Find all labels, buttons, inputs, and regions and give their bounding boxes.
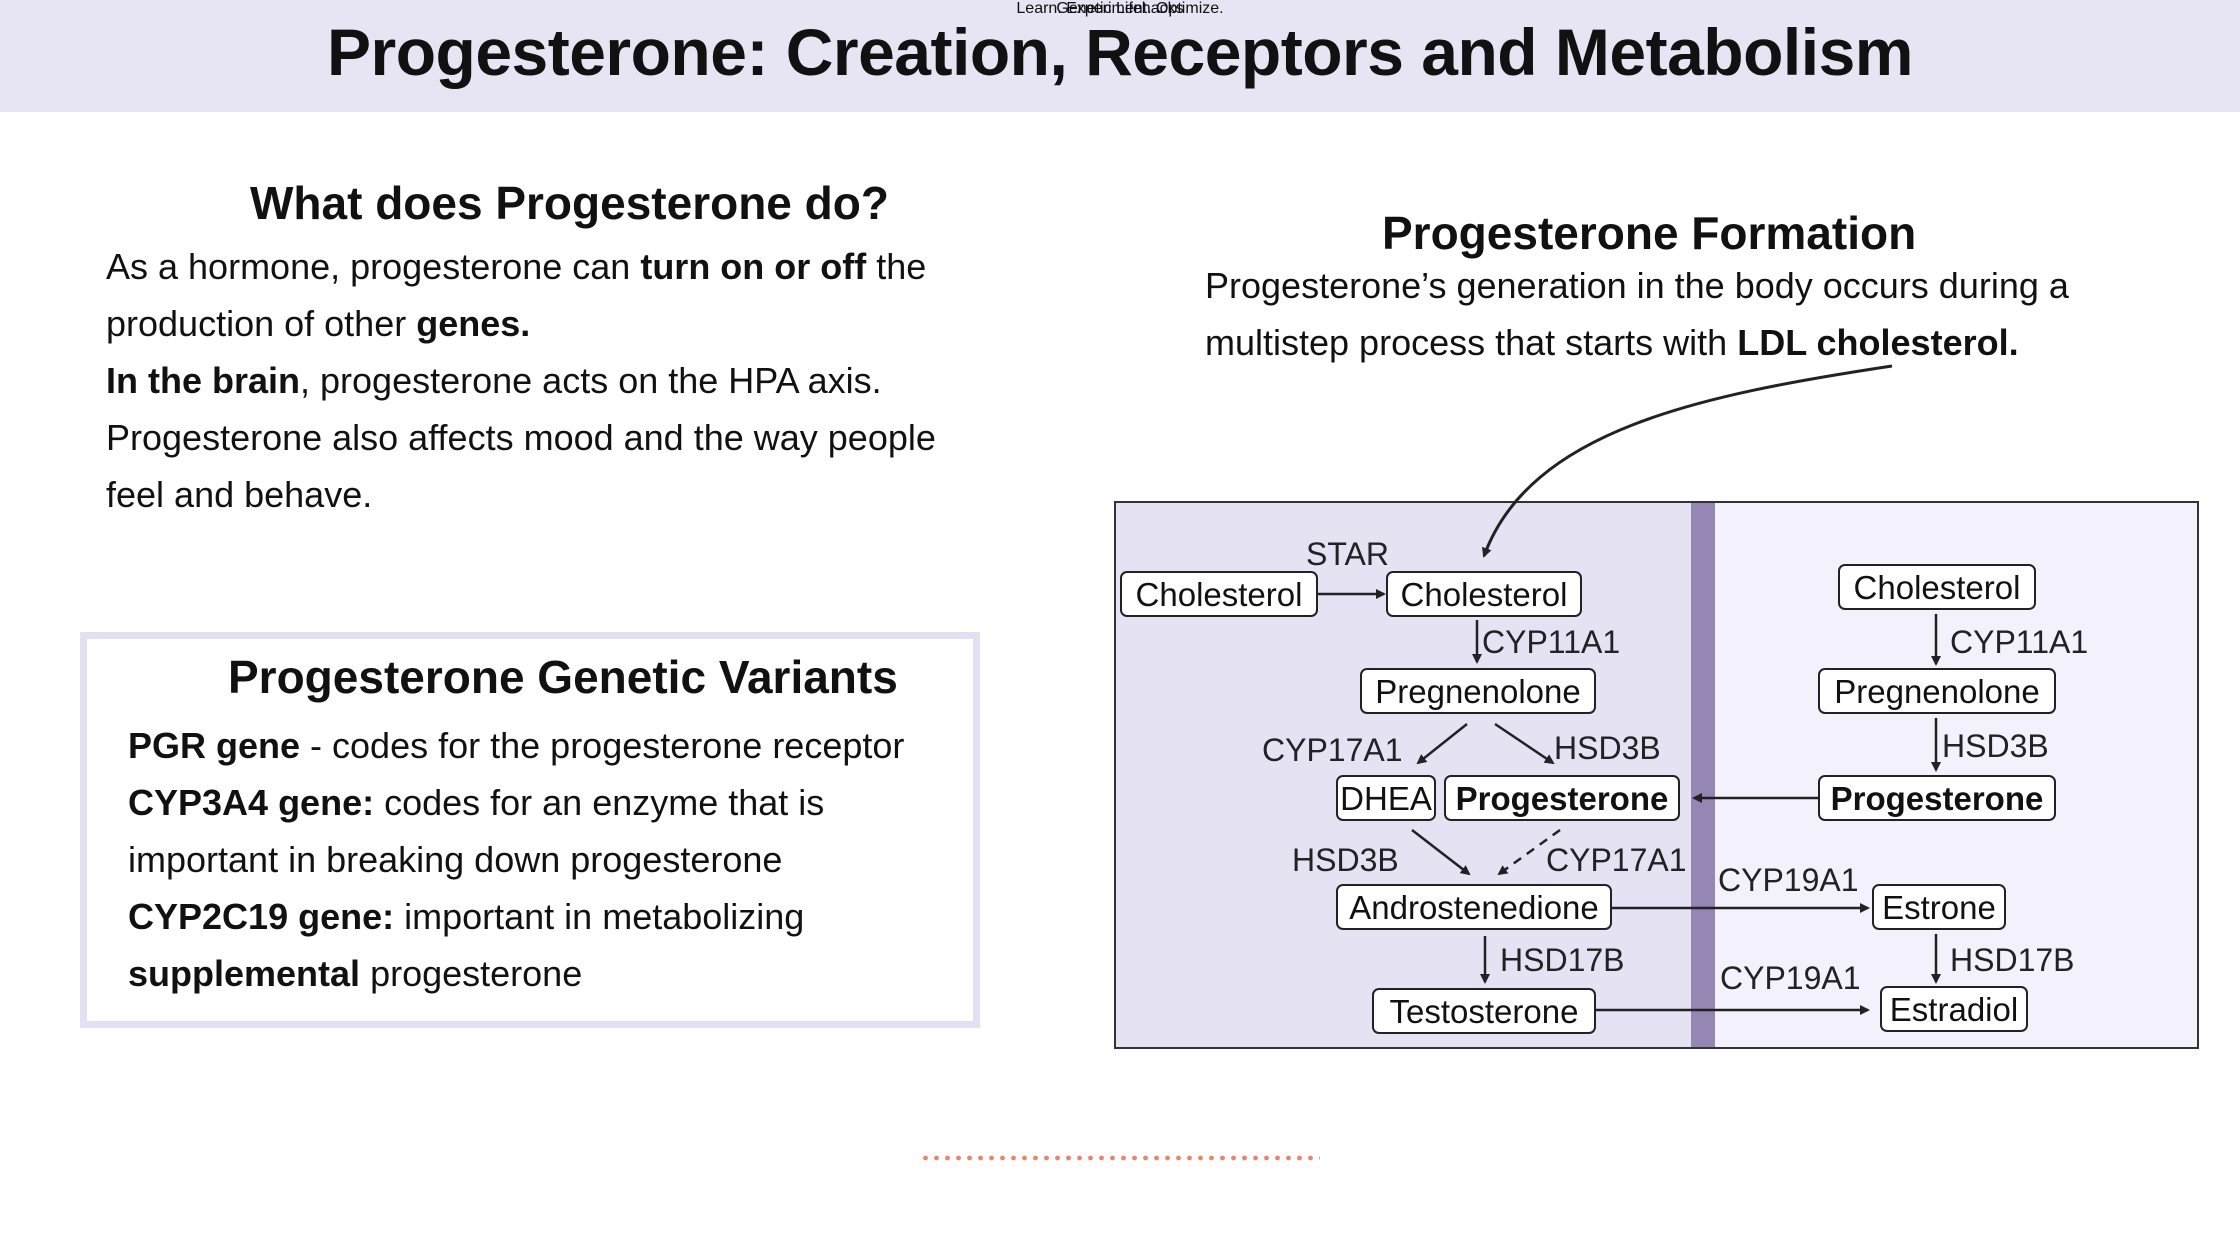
text-line: Progesterone also affects mood and the w… — [106, 417, 936, 458]
text-line: important in breaking down progesterone — [128, 839, 783, 880]
node-estrone: Estrone — [1872, 884, 2006, 930]
text-line: Progesterone’s generation in the body oc… — [1205, 265, 2069, 306]
node-testosterone: Testosterone — [1372, 988, 1596, 1034]
text-line: production of other genes. — [106, 303, 531, 344]
variants-title: Progesterone Genetic Variants — [228, 651, 898, 703]
formation-title: Progesterone Formation — [1382, 207, 1917, 259]
logo-tagline: Learn. Experiment. Optimize. — [1016, 0, 1224, 17]
enzyme-hsd17b-left: HSD17B — [1500, 942, 1625, 978]
text-line: In the brain, progesterone acts on the H… — [106, 360, 882, 401]
node-pregnenolone-right: Pregnenolone — [1818, 668, 2056, 714]
formation-text: Progesterone’s generation in the body oc… — [1205, 257, 2069, 371]
text-line: PGR gene - codes for the progesterone re… — [128, 725, 905, 766]
what-does-text: As a hormone, progesterone can turn on o… — [106, 238, 936, 523]
node-dhea: DHEA — [1336, 775, 1436, 821]
logo-dotted-line — [920, 1155, 1320, 1161]
enzyme-hsd17b-right: HSD17B — [1950, 942, 2075, 978]
node-cholesterol-outer: Cholesterol — [1120, 571, 1318, 617]
enzyme-star: STAR — [1306, 536, 1389, 572]
arrow-hsd3b-top — [1494, 722, 1555, 765]
enzyme-cyp19a1-top: CYP19A1 — [1718, 862, 1859, 898]
text-line: CYP2C19 gene: important in metabolizing — [128, 896, 805, 937]
page-title: Progesterone: Creation, Receptors and Me… — [326, 15, 1914, 89]
arrow-cyp17a1-mid — [1497, 828, 1561, 876]
variants-text: PGR gene - codes for the progesterone re… — [128, 717, 904, 1002]
node-pregnenolone-left: Pregnenolone — [1360, 668, 1596, 714]
node-cholesterol-right: Cholesterol — [1838, 564, 2036, 610]
enzyme-hsd3b-mid: HSD3B — [1292, 842, 1399, 878]
ldl-curve-arrow — [1482, 364, 1893, 558]
node-androstenedione: Androstenedione — [1336, 884, 1612, 930]
enzyme-cyp19a1-bottom: CYP19A1 — [1720, 960, 1861, 996]
text-line: multistep process that starts with LDL c… — [1205, 322, 2019, 363]
what-does-title: What does Progesterone do? — [250, 177, 889, 229]
text-line: supplemental progesterone — [128, 953, 583, 994]
header-banner: Progesterone: Creation, Receptors and Me… — [0, 0, 2240, 112]
text-line: feel and behave. — [106, 474, 373, 515]
enzyme-cyp11a1-right: CYP11A1 — [1950, 624, 2089, 660]
arrow-hsd3b-mid — [1411, 829, 1471, 876]
enzyme-cyp11a1-left: CYP11A1 — [1482, 624, 1621, 660]
enzyme-hsd3b-top: HSD3B — [1554, 730, 1661, 766]
enzyme-hsd3b-right: HSD3B — [1942, 728, 2049, 764]
node-progesterone-left: Progesterone — [1444, 775, 1680, 821]
text-line: As a hormone, progesterone can turn on o… — [106, 246, 927, 287]
node-cholesterol-inner: Cholesterol — [1386, 571, 1582, 617]
text-line: CYP3A4 gene: codes for an enzyme that is — [128, 782, 825, 823]
enzyme-cyp17a1-top: CYP17A1 — [1262, 732, 1403, 768]
arrow-cyp17a1-top — [1416, 723, 1468, 765]
node-progesterone-right: Progesterone — [1818, 775, 2056, 821]
genetic-variants-box — [80, 632, 980, 1028]
node-estradiol: Estradiol — [1880, 986, 2028, 1032]
enzyme-cyp17a1-mid: CYP17A1 — [1546, 842, 1687, 878]
logo-name: Genetic Lifehacks — [1056, 0, 1184, 17]
membrane-bar — [1691, 503, 1715, 1047]
